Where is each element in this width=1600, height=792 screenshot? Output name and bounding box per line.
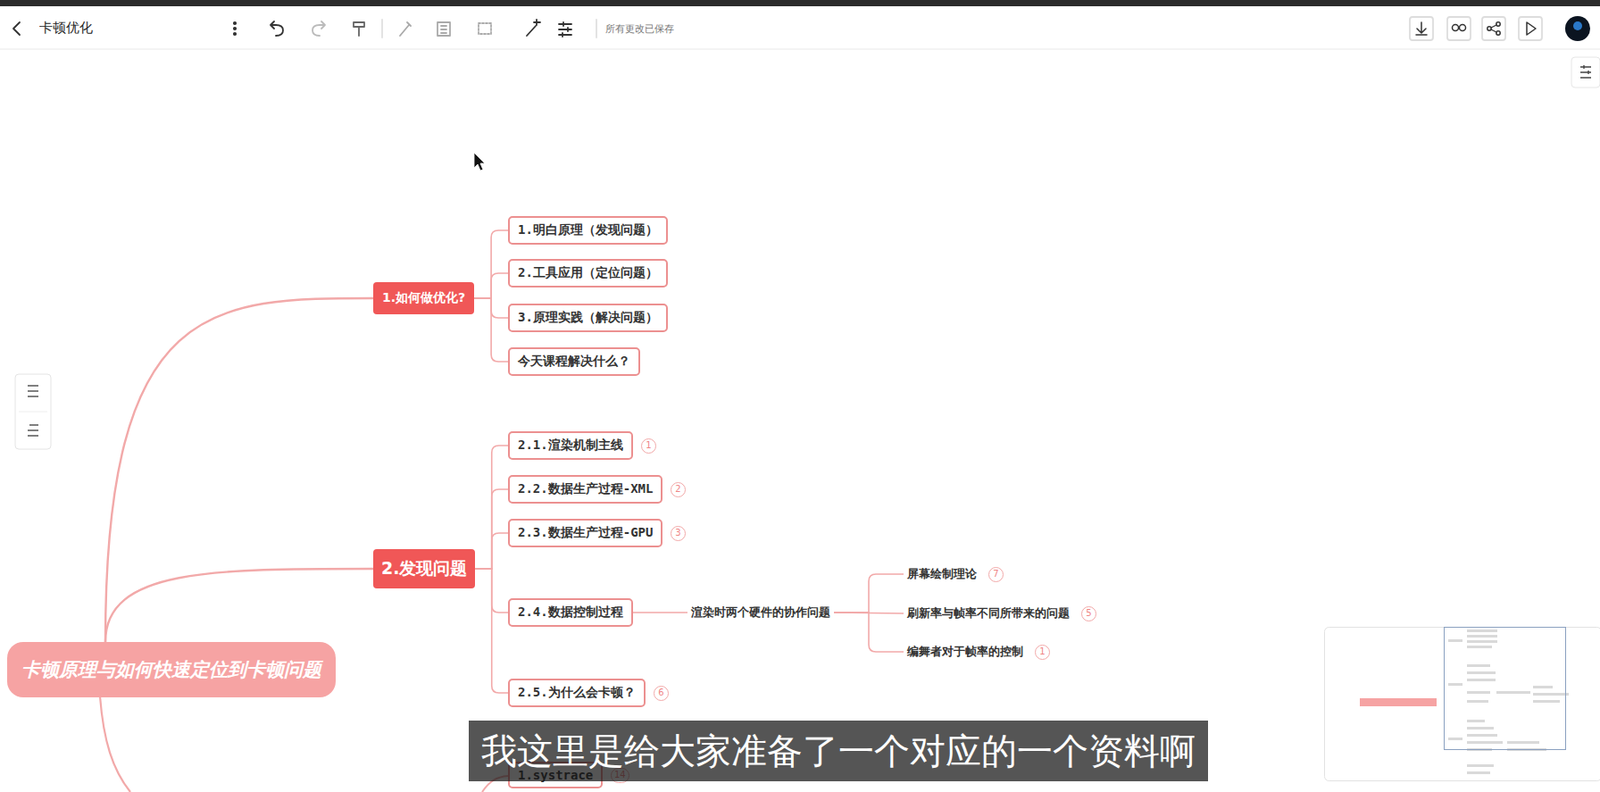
- plain-topic: 编舞者对于帧率的控制: [903, 641, 1027, 663]
- branch-line: [105, 568, 374, 642]
- callout-number: 2: [670, 482, 686, 498]
- topic-text: 2.2.数据生产过程-XML: [517, 481, 653, 498]
- branch-line: [474, 298, 509, 362]
- format-paint-icon: [353, 22, 365, 36]
- branch-line: [475, 533, 509, 569]
- branch-line: [833, 574, 904, 613]
- branch-line-offscreen: [100, 696, 131, 792]
- callout-number: 3: [670, 525, 686, 542]
- plain-topic: 屏幕绘制理论: [903, 563, 981, 585]
- topic-box: 3.原理实践（解决问题）: [508, 303, 668, 333]
- share-button: [1482, 16, 1506, 41]
- topic-box: 2.1.渲染机制主线: [508, 431, 634, 460]
- topic-text: 3.原理实践（解决问题）: [517, 309, 659, 326]
- topic-text: 今天课程解决什么？: [517, 353, 631, 370]
- side-panel-toggle: [1571, 57, 1600, 88]
- save-status: 所有更改已保存: [605, 22, 675, 36]
- branch-line: [633, 611, 688, 614]
- note-icon: [437, 22, 450, 36]
- magic-icon: [526, 19, 541, 36]
- topic-text: 2.3.数据生产过程-GPU: [517, 525, 653, 542]
- callout-number: 7: [988, 566, 1004, 583]
- back-icon: [13, 22, 20, 35]
- branch-line: [105, 298, 374, 642]
- callout-number: 5: [1081, 606, 1097, 622]
- topic-text: 屏幕绘制理论: [907, 566, 977, 583]
- topic-box: 1.明白原理（发现问题）: [508, 216, 668, 245]
- topic-box: 2.3.数据生产过程-GPU: [508, 518, 663, 548]
- branch-line: [474, 273, 509, 299]
- callout-number: 1: [641, 438, 657, 454]
- frame-icon: [478, 23, 492, 34]
- topic-text: 2.1.渲染机制主线: [517, 437, 624, 454]
- topic-text: 卡顿原理与如何快速定位到卡顿问题: [21, 657, 322, 683]
- undo-icon: [270, 21, 284, 36]
- plain-topic: 渲染时两个硬件的协作问题: [687, 601, 834, 624]
- branch-line: [475, 568, 509, 693]
- topic-box: 2.4.数据控制过程: [508, 598, 634, 627]
- mouse-cursor: [474, 152, 485, 171]
- topic-text: 2.发现问题: [381, 557, 467, 581]
- topic-box: 今天课程解决什么？: [508, 347, 641, 376]
- topic-text: 1.明白原理（发现问题）: [517, 222, 659, 239]
- minimap: [1325, 627, 1600, 782]
- topic-box: 2.2.数据生产过程-XML: [508, 475, 663, 504]
- topic-text: 2.4.数据控制过程: [517, 604, 624, 621]
- branch-line: [475, 445, 509, 569]
- video-subtitle: 我这里是给大家准备了一个对应的一个资料啊: [468, 720, 1209, 782]
- topic-text: 2.工具应用（定位问题）: [517, 265, 659, 282]
- topic-text: 渲染时两个硬件的协作问题: [691, 604, 831, 621]
- root-topic: 卡顿原理与如何快速定位到卡顿问题: [7, 641, 336, 698]
- present-button: [1518, 16, 1542, 41]
- callout-number: 6: [653, 685, 669, 701]
- branch-topic: 1.如何做优化?: [373, 282, 475, 315]
- left-tool-panel: [15, 374, 51, 450]
- download-button: [1409, 16, 1434, 41]
- document-title: 卡顿优化: [39, 19, 93, 37]
- menu-icon: [233, 22, 236, 25]
- toolbar-border: [0, 49, 1600, 50]
- toolbar-separator: [381, 19, 384, 38]
- wand-icon: [400, 22, 411, 36]
- plain-topic: 刷新率与帧率不同所带来的问题: [903, 602, 1074, 625]
- toolbar-icons: [13, 16, 1542, 41]
- avatar: [1565, 16, 1591, 42]
- collab-button: [1447, 16, 1471, 41]
- layout-icon: [558, 22, 572, 37]
- topic-box: 2.5.为什么会卡顿？: [508, 678, 646, 708]
- branch-line: [833, 612, 904, 652]
- branch-topic: 2.发现问题: [373, 549, 475, 589]
- redo-icon: [312, 21, 325, 36]
- topic-text: 2.5.为什么会卡顿？: [517, 684, 636, 701]
- topic-box: 2.工具应用（定位问题）: [508, 258, 668, 288]
- branch-line: [475, 489, 509, 569]
- topic-text: 编舞者对于帧率的控制: [907, 643, 1024, 660]
- window-top-strip: [0, 0, 1600, 7]
- callout-number: 1: [1034, 644, 1050, 660]
- branch-line: [474, 230, 509, 299]
- topic-text: 刷新率与帧率不同所带来的问题: [907, 605, 1070, 622]
- topic-text: 1.如何做优化?: [382, 290, 466, 307]
